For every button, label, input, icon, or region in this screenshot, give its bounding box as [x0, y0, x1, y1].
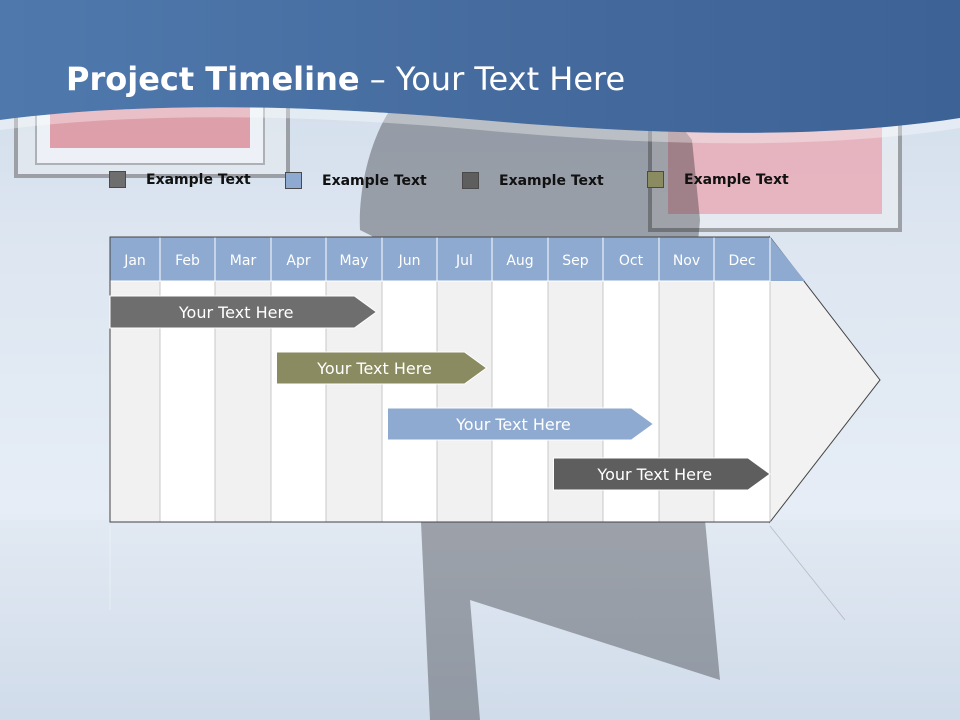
- legend-label: Example Text: [322, 172, 427, 189]
- task-label: Your Text Here: [455, 415, 571, 434]
- month-header-cell: [325, 236, 383, 282]
- legend-label: Example Text: [146, 171, 251, 188]
- month-label: Mar: [230, 253, 257, 269]
- reflection-line: [769, 525, 846, 621]
- legend-label: Example Text: [499, 172, 604, 189]
- legend-swatch: [462, 172, 479, 189]
- month-label: Sep: [562, 253, 589, 269]
- task-bar: [553, 457, 771, 491]
- legend-label: Example Text: [684, 171, 789, 188]
- month-label: Jul: [455, 253, 473, 269]
- legend-item: Example Text: [109, 171, 251, 188]
- legend-item: Example Text: [647, 171, 789, 188]
- timeline-border: [109, 236, 770, 523]
- month-column: [436, 280, 493, 523]
- month-label: Aug: [506, 253, 533, 269]
- month-label: Nov: [673, 253, 700, 269]
- month-label: Jan: [123, 253, 146, 269]
- task-label: Your Text Here: [316, 359, 432, 378]
- month-header-cell: [658, 236, 715, 282]
- month-header-cell: [381, 236, 438, 282]
- task-bar: [387, 407, 655, 441]
- page-title: Project Timeline – Your Text Here: [66, 60, 625, 98]
- month-column: [381, 280, 438, 523]
- task-label: Your Text Here: [178, 303, 294, 322]
- task-label: Your Text Here: [596, 465, 712, 484]
- legend-swatch: [647, 171, 664, 188]
- timeline-reflection: [109, 525, 846, 621]
- month-label: Oct: [619, 253, 644, 269]
- task-bar: [109, 295, 378, 329]
- task-bar: [276, 351, 488, 385]
- month-header-cell: [436, 236, 493, 282]
- arrow-header-corner: [770, 237, 805, 281]
- month-label: Apr: [286, 253, 310, 269]
- legend-swatch: [109, 171, 126, 188]
- header-banner: [0, 0, 960, 144]
- month-label: Feb: [175, 253, 200, 269]
- legend-swatch: [285, 172, 302, 189]
- month-header-cell: [159, 236, 216, 282]
- month-header-cell: [109, 236, 161, 282]
- month-column: [491, 280, 549, 523]
- title-bold: Project Timeline: [66, 60, 360, 98]
- legend-item: Example Text: [285, 172, 427, 189]
- month-label: May: [340, 253, 369, 269]
- month-label: Jun: [398, 253, 421, 269]
- legend-item: Example Text: [462, 172, 604, 189]
- title-rest: – Your Text Here: [359, 60, 626, 98]
- month-label: Dec: [728, 253, 755, 269]
- month-header-cell: [713, 236, 771, 282]
- month-header-cell: [214, 236, 272, 282]
- month-header-cell: [547, 236, 604, 282]
- month-header-cell: [270, 236, 327, 282]
